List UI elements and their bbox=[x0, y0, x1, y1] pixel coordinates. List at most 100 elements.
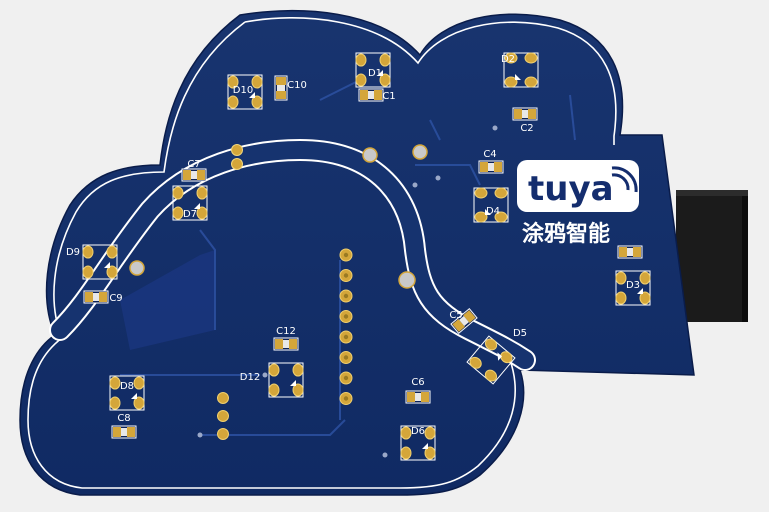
led-pad bbox=[251, 95, 263, 109]
led-pad bbox=[424, 446, 436, 460]
led-outline bbox=[227, 74, 263, 110]
cap-body bbox=[627, 248, 633, 256]
refdes-label: C6 bbox=[411, 377, 424, 388]
component-c2 bbox=[512, 107, 538, 121]
pin1-marker-icon bbox=[131, 393, 137, 399]
component-c10 bbox=[274, 75, 288, 101]
logo-subtitle: 涂鸦智能 bbox=[522, 221, 610, 247]
led-pad bbox=[292, 363, 304, 377]
cap-body bbox=[488, 163, 494, 171]
led-pad bbox=[355, 53, 367, 67]
led-pad bbox=[268, 383, 280, 397]
cap-pad bbox=[374, 90, 382, 100]
refdes-label: D2 bbox=[501, 54, 515, 65]
cap-body bbox=[283, 340, 289, 348]
component-d5 bbox=[466, 335, 516, 385]
led-outline bbox=[473, 187, 509, 223]
refdes-label: D12 bbox=[240, 372, 260, 383]
led-pad bbox=[494, 187, 508, 199]
led-outline bbox=[82, 244, 118, 280]
cap-body bbox=[368, 91, 374, 99]
led-pad bbox=[504, 76, 518, 88]
led-outline bbox=[615, 270, 651, 306]
cap-pad bbox=[480, 162, 488, 172]
cap-pad bbox=[463, 310, 476, 323]
component-c6 bbox=[405, 390, 431, 404]
pin-header bbox=[339, 248, 353, 405]
led-pad bbox=[379, 73, 391, 87]
cap-pad bbox=[275, 339, 283, 349]
cap-pad bbox=[494, 162, 502, 172]
led-pad bbox=[133, 396, 145, 410]
component-d2 bbox=[503, 52, 539, 88]
led-pad bbox=[615, 271, 627, 285]
refdes-label: D3 bbox=[626, 280, 640, 291]
led-outline bbox=[503, 52, 539, 88]
refdes-label: D6 bbox=[411, 426, 425, 437]
led-pad bbox=[106, 245, 118, 259]
led-outline bbox=[400, 425, 436, 461]
board-outline bbox=[19, 9, 695, 496]
cap-pad bbox=[85, 292, 93, 302]
led-outline bbox=[355, 52, 391, 88]
led-pad bbox=[504, 52, 518, 64]
refdes-label: C12 bbox=[276, 326, 296, 337]
pcb-board bbox=[19, 9, 695, 496]
led-pad bbox=[196, 206, 208, 220]
component-d8 bbox=[109, 375, 145, 411]
cap-body bbox=[277, 85, 285, 91]
header-pin-hole bbox=[343, 252, 349, 258]
led-pad bbox=[639, 271, 651, 285]
pin1-marker-icon bbox=[194, 203, 200, 209]
component-c12 bbox=[273, 337, 299, 351]
led-pad bbox=[524, 76, 538, 88]
component-c1 bbox=[358, 88, 384, 102]
led-pad bbox=[133, 376, 145, 390]
header-pin-hole bbox=[343, 293, 349, 299]
led-pad bbox=[469, 356, 482, 369]
arch-pads bbox=[231, 144, 243, 170]
cap-pad bbox=[421, 392, 429, 402]
header-pin bbox=[217, 428, 229, 440]
component-d4 bbox=[473, 187, 509, 223]
led-outline bbox=[268, 362, 304, 398]
led-pad bbox=[639, 291, 651, 305]
refdes-label: C1 bbox=[382, 91, 395, 102]
component-d6 bbox=[400, 425, 436, 461]
header-pin-hole bbox=[343, 314, 349, 319]
led-pad bbox=[196, 186, 208, 200]
refdes-label: D9 bbox=[66, 247, 80, 258]
cap-pad bbox=[276, 77, 286, 85]
led-pad bbox=[400, 446, 412, 460]
component-d3 bbox=[615, 270, 651, 306]
pin1-marker-icon bbox=[249, 92, 255, 98]
component-d1 bbox=[355, 52, 391, 88]
refdes-label: D1 bbox=[368, 68, 382, 79]
header-pin-hole bbox=[343, 355, 349, 360]
cap-pad bbox=[113, 427, 121, 437]
refdes-label: D8 bbox=[120, 381, 134, 392]
refdes-label: C8 bbox=[117, 413, 130, 424]
refdes-label: C10 bbox=[287, 80, 307, 91]
header-pin-hole bbox=[343, 273, 349, 278]
cap-body bbox=[415, 393, 421, 401]
refdes-label: C7 bbox=[187, 159, 200, 170]
component-c4 bbox=[478, 160, 504, 174]
logo-brand: tuya bbox=[528, 169, 614, 209]
led-pad bbox=[484, 369, 498, 382]
component-c3 bbox=[617, 245, 643, 259]
refdes-label: D4 bbox=[486, 206, 500, 217]
cap-pad bbox=[183, 170, 191, 180]
component-d9 bbox=[82, 244, 118, 280]
led-pad bbox=[251, 75, 263, 89]
component-c7 bbox=[181, 168, 207, 182]
led-outline bbox=[109, 375, 145, 411]
component-d10 bbox=[227, 74, 263, 110]
cap-pad bbox=[197, 170, 205, 180]
component-c8 bbox=[111, 425, 137, 439]
led-pad bbox=[82, 245, 94, 259]
refdes-label: D5 bbox=[513, 328, 527, 339]
cap-pad bbox=[127, 427, 135, 437]
led-pad bbox=[268, 363, 280, 377]
